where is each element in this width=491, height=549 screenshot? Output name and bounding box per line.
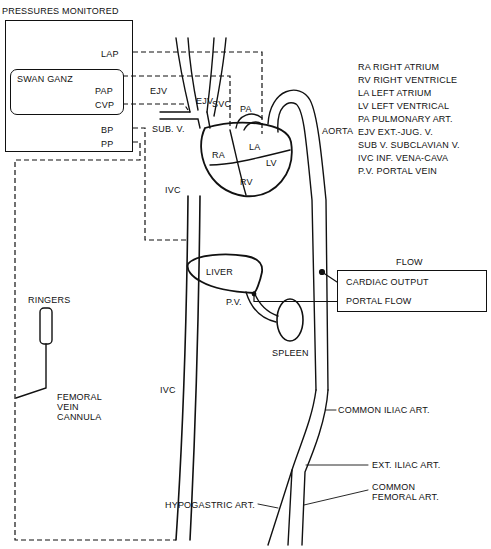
heart	[201, 123, 292, 196]
cannula-label: FEMORAL VEIN CANNULA	[57, 392, 119, 422]
organ-label: SPLEEN	[272, 348, 309, 358]
leader-line	[304, 490, 368, 505]
heart-valve-plane	[210, 150, 290, 165]
vessel-label: COMMON FEMORAL ART.	[372, 482, 452, 502]
legend-entry: LA LEFT ATRIUM	[358, 88, 432, 98]
vessel-label: IVC	[160, 385, 176, 395]
legend-entry: SUB V. SUBCLAVIAN V.	[358, 140, 460, 150]
jugular-vein	[176, 38, 190, 112]
vessel-label: AORTA	[322, 126, 353, 136]
aorta	[278, 103, 316, 390]
pulmonary-artery	[236, 114, 262, 128]
vessel-label: EJV	[196, 96, 213, 106]
pressure-line	[133, 128, 186, 240]
catheter-name: SWAN GANZ	[17, 74, 73, 84]
vessel-label: SUB. V.	[152, 124, 185, 134]
fluid-label: RINGERS	[28, 295, 70, 305]
vessel-label: P.V.	[226, 297, 242, 307]
legend-entry: RV RIGHT VENTRICLE	[358, 75, 457, 85]
liver-shape: LIVER	[186, 252, 264, 294]
aorta	[268, 90, 328, 390]
ringers-bag	[40, 308, 52, 344]
pressure-label: PAP	[95, 86, 113, 96]
liver-outline	[188, 255, 263, 293]
monitor-box: PRESSURES MONITOREDLAPBPPPSWAN GANZPAPCV…	[5, 20, 133, 152]
chamber-label: LA	[249, 142, 260, 152]
legend-entry: RA RIGHT ATRIUM	[358, 62, 439, 72]
flow-label: PORTAL FLOW	[346, 296, 412, 306]
flow-probe-line	[254, 294, 337, 302]
leader-line	[326, 410, 336, 411]
flow-probe	[320, 270, 325, 275]
inferior-vena-cava	[190, 196, 200, 540]
portal-vein	[254, 292, 278, 316]
vessel-label: EJV	[150, 86, 167, 96]
flow-label: CARDIAC OUTPUT	[346, 277, 429, 287]
chamber-label: RV	[240, 177, 253, 187]
panel-heading: PRESSURES MONITORED	[2, 6, 119, 16]
hypogastric-artery	[268, 470, 292, 545]
legend-entry: LV LEFT VENTRICAL	[358, 101, 449, 111]
leader-line	[306, 465, 368, 466]
panel-heading: FLOW	[396, 257, 423, 267]
legend-entry: PA PULMONARY ART.	[358, 114, 453, 124]
swan-ganz-box: SWAN GANZ PAP CVP	[10, 69, 124, 115]
legend-entry: EJV EXT.-JUG. V.	[358, 127, 433, 137]
flow-box: FLOWCARDIAC OUTPUTPORTAL FLOW	[337, 270, 487, 312]
iliac-artery	[302, 390, 328, 545]
infusion-tube	[16, 344, 46, 398]
pulmonary-artery	[244, 122, 262, 130]
subclavian-vein	[160, 111, 190, 112]
superior-vena-cava	[207, 112, 210, 128]
pressure-label: CVP	[95, 100, 114, 110]
pressure-label: BP	[101, 125, 113, 135]
legend-entry: IVC INF. VENA-CAVA	[358, 153, 448, 163]
vessel-label: IVC	[165, 185, 181, 195]
inferior-vena-cava	[176, 196, 188, 540]
vessel-label: SVC	[212, 99, 231, 109]
iliac-artery	[288, 390, 316, 545]
vessel-label: COMMON ILIAC ART.	[338, 405, 430, 415]
spleen	[277, 299, 303, 341]
vessel-label: PA	[240, 104, 252, 114]
legend-entry: P.V. PORTAL VEIN	[358, 166, 437, 176]
pressure-line	[133, 52, 262, 134]
organ-label: LIVER	[206, 267, 233, 277]
vessel-label: HYPOGASTRIC ART.	[165, 500, 255, 510]
chamber-label: RA	[212, 150, 225, 160]
pressure-label: PP	[101, 139, 113, 149]
pressure-line	[15, 142, 176, 540]
portal-vein	[246, 292, 276, 322]
pressure-label: LAP	[101, 49, 119, 59]
leader-line	[258, 504, 278, 508]
vessel-label: EXT. ILIAC ART.	[372, 460, 440, 470]
chamber-label: LV	[266, 158, 277, 168]
